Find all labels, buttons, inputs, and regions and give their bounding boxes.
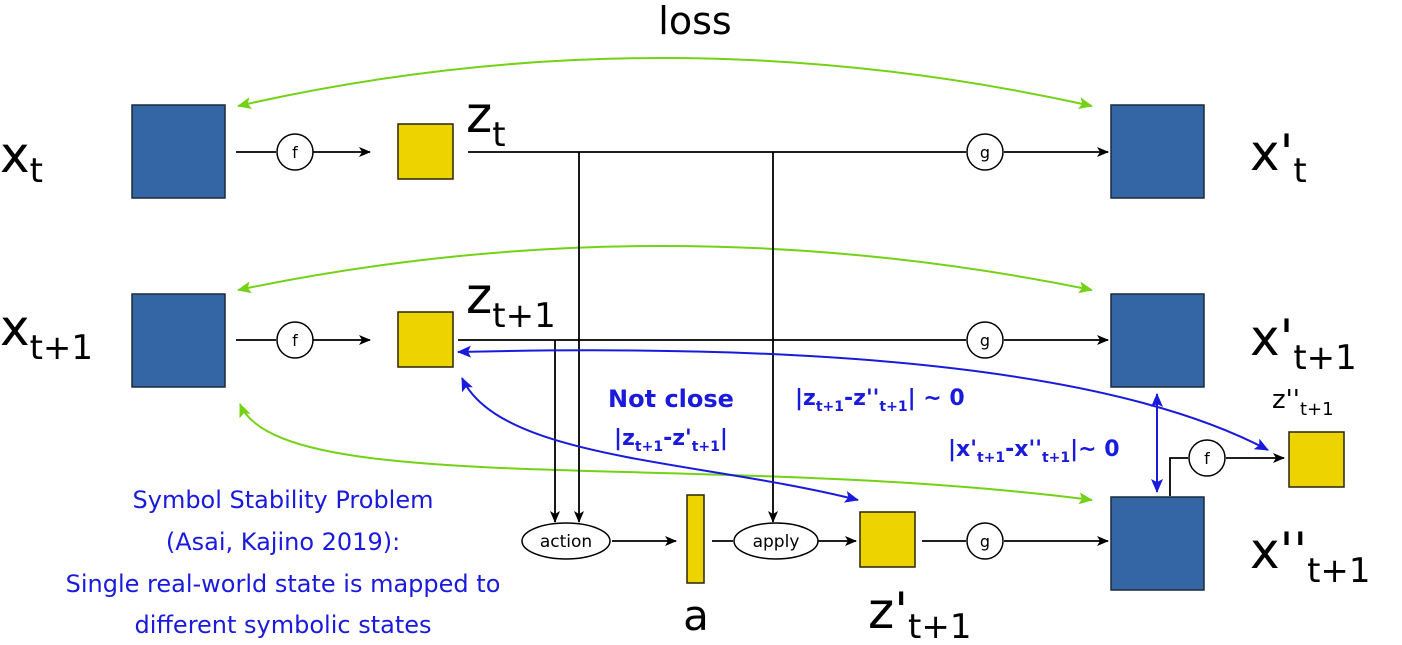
diff-zp-label: |zt+1-z't+1| [614, 426, 728, 455]
caption-line-4: different symbolic states [134, 611, 431, 639]
a-box [686, 494, 705, 584]
diff-xpp-label: |x't+1-x''t+1|~ 0 [948, 437, 1120, 466]
xp_t-box [1110, 104, 1205, 199]
not-close-label: Not close [608, 385, 734, 413]
zpp-compare-arrow [457, 345, 1269, 451]
xp_t-label: x't [1250, 124, 1307, 191]
problem-caption: Symbol Stability Problem (Asai, Kajino 2… [66, 486, 501, 639]
svg-text:apply: apply [753, 532, 800, 552]
xpp_t1-box [1110, 496, 1205, 591]
svg-text:g: g [980, 143, 990, 162]
loss-arrow-t1 [237, 245, 1093, 294]
g-node-zp: g [966, 522, 1004, 560]
f-node-t: f [276, 133, 314, 171]
caption-line-3: Single real-world state is mapped to [66, 570, 501, 598]
zpp_t1-box [1288, 431, 1345, 488]
z_t-label: zt [466, 86, 506, 155]
x_t-box [131, 104, 226, 199]
caption-line-2: (Asai, Kajino 2019): [166, 528, 400, 556]
svg-text:f: f [1204, 449, 1210, 468]
action-node: action [521, 522, 611, 560]
diff-zpp-label: |zt+1-z''t+1| ~ 0 [795, 386, 965, 415]
svg-text:f: f [292, 331, 298, 350]
arrow-xpp-to-f [1169, 457, 1188, 496]
apply-node: apply [733, 522, 819, 560]
z_t1-box [397, 311, 454, 368]
svg-text:g: g [980, 331, 990, 350]
xp_t1-label: x't+1 [1250, 309, 1357, 378]
g-node-t: g [966, 133, 1004, 171]
loss-label: loss [658, 0, 731, 43]
xp_t1-box [1110, 293, 1205, 388]
f-node-xpp: f [1188, 439, 1226, 477]
a-label: a [683, 591, 709, 640]
x_t1-label: xt+1 [0, 299, 93, 368]
loss-arrow-t [237, 57, 1093, 110]
svg-text:g: g [980, 532, 990, 551]
x_t1-box [131, 293, 226, 388]
x_t-label: xt [0, 126, 43, 191]
caption-line-1: Symbol Stability Problem [133, 486, 434, 514]
g-node-t1: g [966, 321, 1004, 359]
zpp_t1-label: z''t+1 [1272, 385, 1334, 420]
zp_t1-label: z't+1 [868, 582, 971, 645]
z_t1-label: zt+1 [466, 267, 556, 336]
xpp_t1-label: x''t+1 [1250, 522, 1371, 591]
z_t-box [397, 123, 454, 180]
svg-text:action: action [540, 532, 592, 552]
f-node-t1: f [276, 321, 314, 359]
svg-text:f: f [292, 143, 298, 162]
zp_t1-box [859, 511, 916, 568]
